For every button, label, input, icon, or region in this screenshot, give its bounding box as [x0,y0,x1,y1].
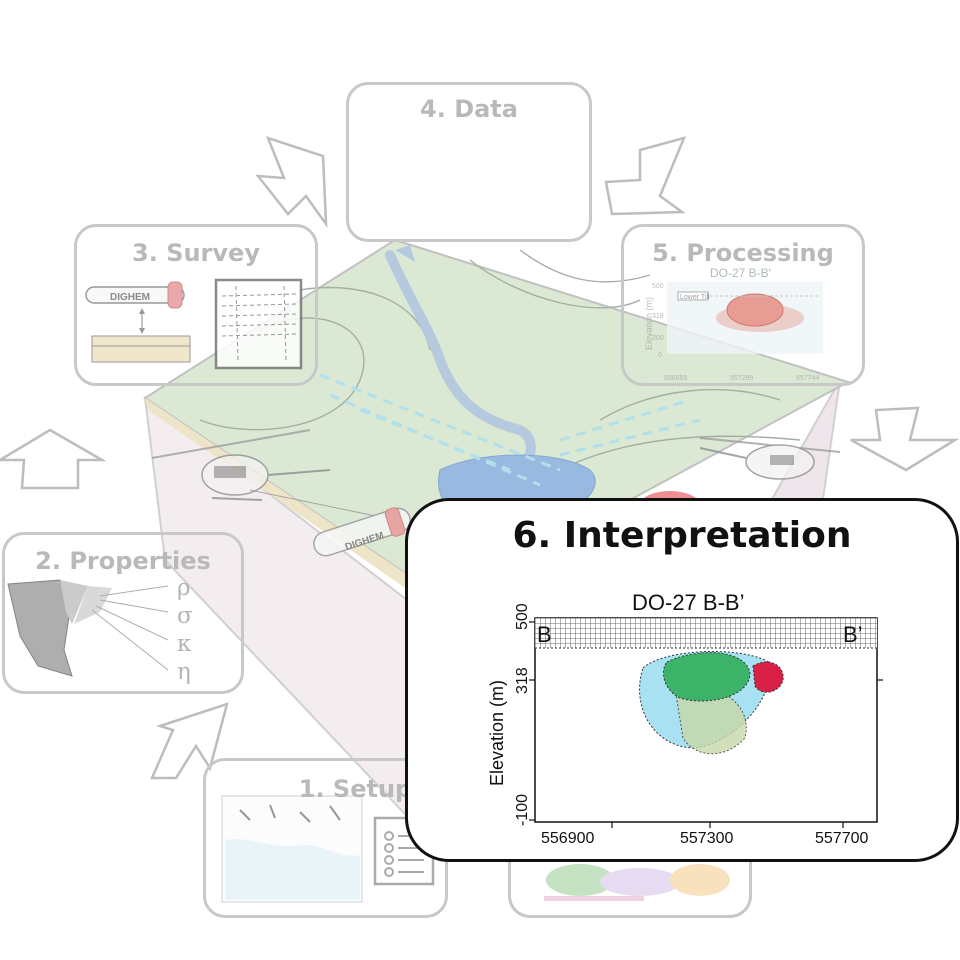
step-title-data: 4. Data [420,95,518,123]
symbol-rho: ρ [177,575,191,601]
helicopter-left [151,429,331,501]
interpretation-section-plot: DO-27 B-B’ B B’ 500 318 -100 Elevation (… [487,590,883,847]
survey-diagram: DIGHEM [85,278,303,370]
processing-xtick: 557744 [796,375,819,382]
step-card-interpretation: 6. Interpretation DO-27 B-B’ B B’ [405,498,959,862]
section-ylabel: Elevation (m) [487,680,507,786]
step-card-survey: 3. Survey [74,224,318,386]
arrow-processing-to-interpretation-icon [850,406,960,472]
properties-diagram [7,579,169,677]
processing-layer-label: Lower Till [680,294,710,301]
survey-instrument-label: DIGHEM [110,292,150,303]
step-card-processing: 5. Processing [621,224,865,386]
processing-ytick: 318 [652,313,664,320]
body-green [663,652,751,702]
step-title-setup: 1. Setup [298,775,413,803]
xtick-556900: 556900 [541,830,594,847]
helicopter-right [699,437,841,480]
ytick-neg100: -100 [514,794,531,826]
section-right-marker: B’ [843,622,863,647]
processing-ylabel: Elevation (m) [644,297,654,350]
step-card-properties: 2. Properties ρ σ κ η [2,532,244,694]
xtick-557700: 557700 [815,830,868,847]
cycle-arrows [0,135,960,780]
geology-map [544,864,730,901]
dighem-bird: DIGHEM [249,489,411,557]
arrow-setup-to-properties-icon [150,702,229,780]
symbol-kappa: κ [177,631,192,657]
step-title-survey: 3. Survey [132,239,260,267]
processing-section: DO-27 B-B' Lower Till Elevation (m) 0 20… [644,266,823,382]
body-red [752,661,784,693]
symbol-eta: η [177,659,191,685]
processing-ytick: 500 [652,283,664,290]
step-card-data: 4. Data [346,82,592,242]
ytick-500: 500 [514,603,531,630]
ytick-318: 318 [514,667,531,694]
section-left-marker: B [537,622,552,647]
overburden-layer [535,618,877,648]
processing-xtick: 557299 [730,375,753,382]
arrow-survey-to-data-icon [255,135,328,229]
processing-ytick: 0 [658,352,662,359]
step-title-processing: 5. Processing [652,239,834,267]
flight-lines [319,373,701,487]
processing-ytick: 200 [652,335,664,342]
processing-xtick: 556855 [664,375,687,382]
symbol-sigma: σ [177,603,193,629]
section-title: DO-27 B-B’ [632,590,744,615]
xtick-557300: 557300 [680,830,733,847]
processing-title: DO-27 B-B' [710,266,771,280]
step-title-interpretation: 6. Interpretation [512,515,852,556]
step-title-properties: 2. Properties [35,547,211,575]
setup-diagram [221,795,435,903]
arrow-properties-to-survey-icon [0,428,107,490]
arrow-data-to-processing-icon [604,136,687,216]
